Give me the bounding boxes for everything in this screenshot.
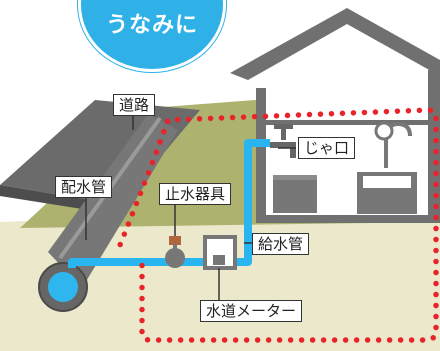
label-road: 道路 [113,94,156,116]
meter-box-icon [203,235,237,270]
faucet-icon [270,124,296,158]
title-badge-text: うなみに [105,13,198,38]
service-pipe [68,139,270,268]
label-service-pipe: 給水管 [252,233,310,255]
label-stop-valve: 止水器具 [159,183,232,205]
label-main-pipe: 配水管 [55,176,113,198]
house [230,8,440,223]
label-meter: 水道メーター [200,300,303,322]
property-boundary [139,107,439,343]
property-boundary-left [117,139,163,248]
label-faucet: じゃ口 [298,137,356,159]
stop-valve-icon [165,236,185,268]
leader-lines [85,116,296,300]
